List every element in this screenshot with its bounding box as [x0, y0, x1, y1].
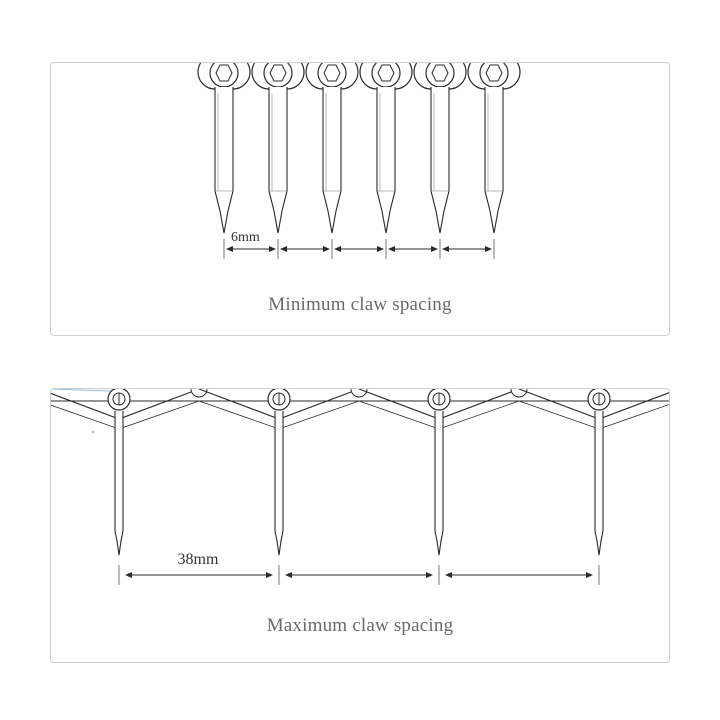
rear-knuckle: [510, 389, 528, 398]
chain-links: [51, 389, 669, 430]
dimension-arrow: [226, 246, 276, 252]
dimension-group: [223, 239, 495, 259]
maximum-spacing-diagram: 38mm: [51, 389, 669, 585]
rear-knuckle: [190, 389, 208, 398]
maximum-spacing-panel: 38mm Maximum claw spacing: [50, 388, 670, 663]
dimension-arrow: [285, 572, 433, 578]
dimension-arrow: [445, 572, 593, 578]
dimension-label: 38mm: [178, 551, 219, 568]
claw-group: [107, 389, 611, 556]
dimension-label: 6mm: [231, 230, 260, 245]
accent-dot: [91, 430, 95, 434]
claw: [197, 63, 251, 234]
link-chain: [51, 389, 669, 434]
claw: [359, 63, 413, 234]
claw-group: [197, 63, 521, 234]
claw: [413, 63, 467, 234]
minimum-spacing-panel: 6mm Minimum claw spacing: [50, 62, 670, 336]
claw: [267, 389, 291, 556]
claw: [427, 389, 451, 556]
dimension-arrow: [442, 246, 492, 252]
claw: [467, 63, 521, 234]
dimension-arrow: [125, 572, 273, 578]
accent-line: [51, 389, 112, 392]
claw: [251, 63, 305, 234]
rear-knuckle: [350, 389, 368, 398]
panel-caption: Minimum claw spacing: [268, 294, 452, 315]
dimension-arrow: [334, 246, 384, 252]
dimension-group: [118, 565, 600, 585]
minimum-spacing-diagram: 6mm: [197, 63, 521, 259]
panel-caption: Maximum claw spacing: [266, 615, 454, 636]
dimension-arrow: [280, 246, 330, 252]
claw: [305, 63, 359, 234]
dimension-arrow: [388, 246, 438, 252]
claw: [587, 389, 611, 556]
claw: [107, 389, 131, 556]
